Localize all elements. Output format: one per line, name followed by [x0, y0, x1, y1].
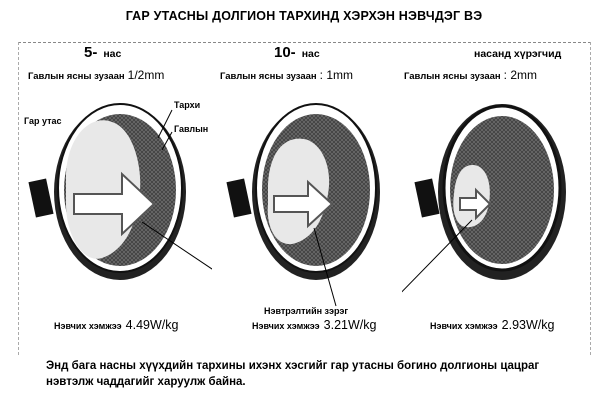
panel-age-10: 10-нас Гавлын ясны зузаан: 1mm Нэвтрэлти…	[216, 44, 406, 344]
head-cross-section	[28, 103, 212, 280]
page-title: ГАР УТАСНЫ ДОЛГИОН ТАРХИНД ХЭРХЭН НЭВЧДЭ…	[125, 9, 483, 23]
skull-thickness: Гавлын ясны зузаан: 2mm	[404, 68, 537, 82]
skull-thickness: Гавлын ясны зузаан: 1mm	[220, 68, 353, 82]
panel-adult: насанд хүрэгчид Гавлын ясны зузаан: 2mm …	[402, 44, 592, 344]
head-cross-section	[402, 104, 566, 293]
brain-label: Тархи	[174, 100, 201, 110]
skull-label: Гавлын	[174, 124, 209, 134]
phone-label: Гар утас	[24, 116, 62, 126]
age-label: 5-нас	[84, 44, 122, 61]
diagram-frame	[18, 42, 591, 355]
caption: Энд бага насны хүүхдийн тархины ихэнх хэ…	[46, 360, 540, 388]
age-label: 10-нас	[274, 44, 320, 61]
penetration-label: Нэвтрэлтийн зэрэг	[264, 306, 349, 316]
head-cross-section	[226, 103, 380, 307]
age-label: насанд хүрэгчид	[474, 48, 562, 60]
